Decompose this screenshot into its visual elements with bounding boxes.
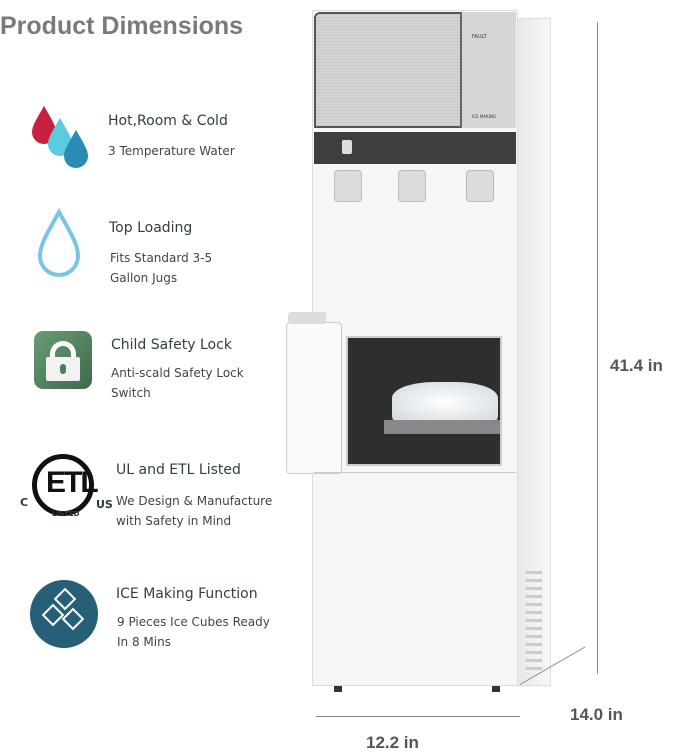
feature-desc: Anti-scald Safety Lock xyxy=(111,366,244,380)
feature-title: Hot,Room & Cold xyxy=(108,113,228,129)
ice-making-label: ICE MAKING xyxy=(472,114,496,119)
feature-desc: Gallon Jugs xyxy=(110,271,178,285)
feature-desc: 9 Pieces Ice Cubes Ready xyxy=(117,615,270,629)
width-dimension: 12.2 in xyxy=(366,733,419,752)
feature-desc: We Design & Manufacture xyxy=(116,494,273,508)
feature-desc: Fits Standard 3-5 xyxy=(110,251,213,265)
etl-listed-logo: ETL LISTED C US xyxy=(20,454,113,526)
temperature-drops-icon xyxy=(32,106,88,168)
feature-desc: Switch xyxy=(111,386,151,400)
feature-desc: In 8 Mins xyxy=(117,635,171,649)
ice-cubes-icon xyxy=(30,580,98,648)
feature-title: Top Loading xyxy=(109,220,193,236)
feature-title: Child Safety Lock xyxy=(111,337,232,353)
height-dimension: 41.4 in xyxy=(610,356,663,375)
feature-title: UL and ETL Listed xyxy=(116,462,241,478)
feature-title: ICE Making Function xyxy=(116,586,258,602)
fault-label: FAULT xyxy=(472,34,487,40)
feature-desc: with Safety in Mind xyxy=(116,514,232,528)
water-dispenser-image: FAULT ICE MAKING xyxy=(286,10,552,692)
height-dimension-line xyxy=(597,22,598,674)
page-title: Product Dimensions xyxy=(0,12,244,40)
lock-icon xyxy=(34,331,92,389)
water-drop-icon xyxy=(37,208,81,277)
width-dimension-line xyxy=(316,716,520,717)
feature-desc: 3 Temperature Water xyxy=(108,144,235,158)
depth-dimension: 14.0 in xyxy=(570,705,623,724)
